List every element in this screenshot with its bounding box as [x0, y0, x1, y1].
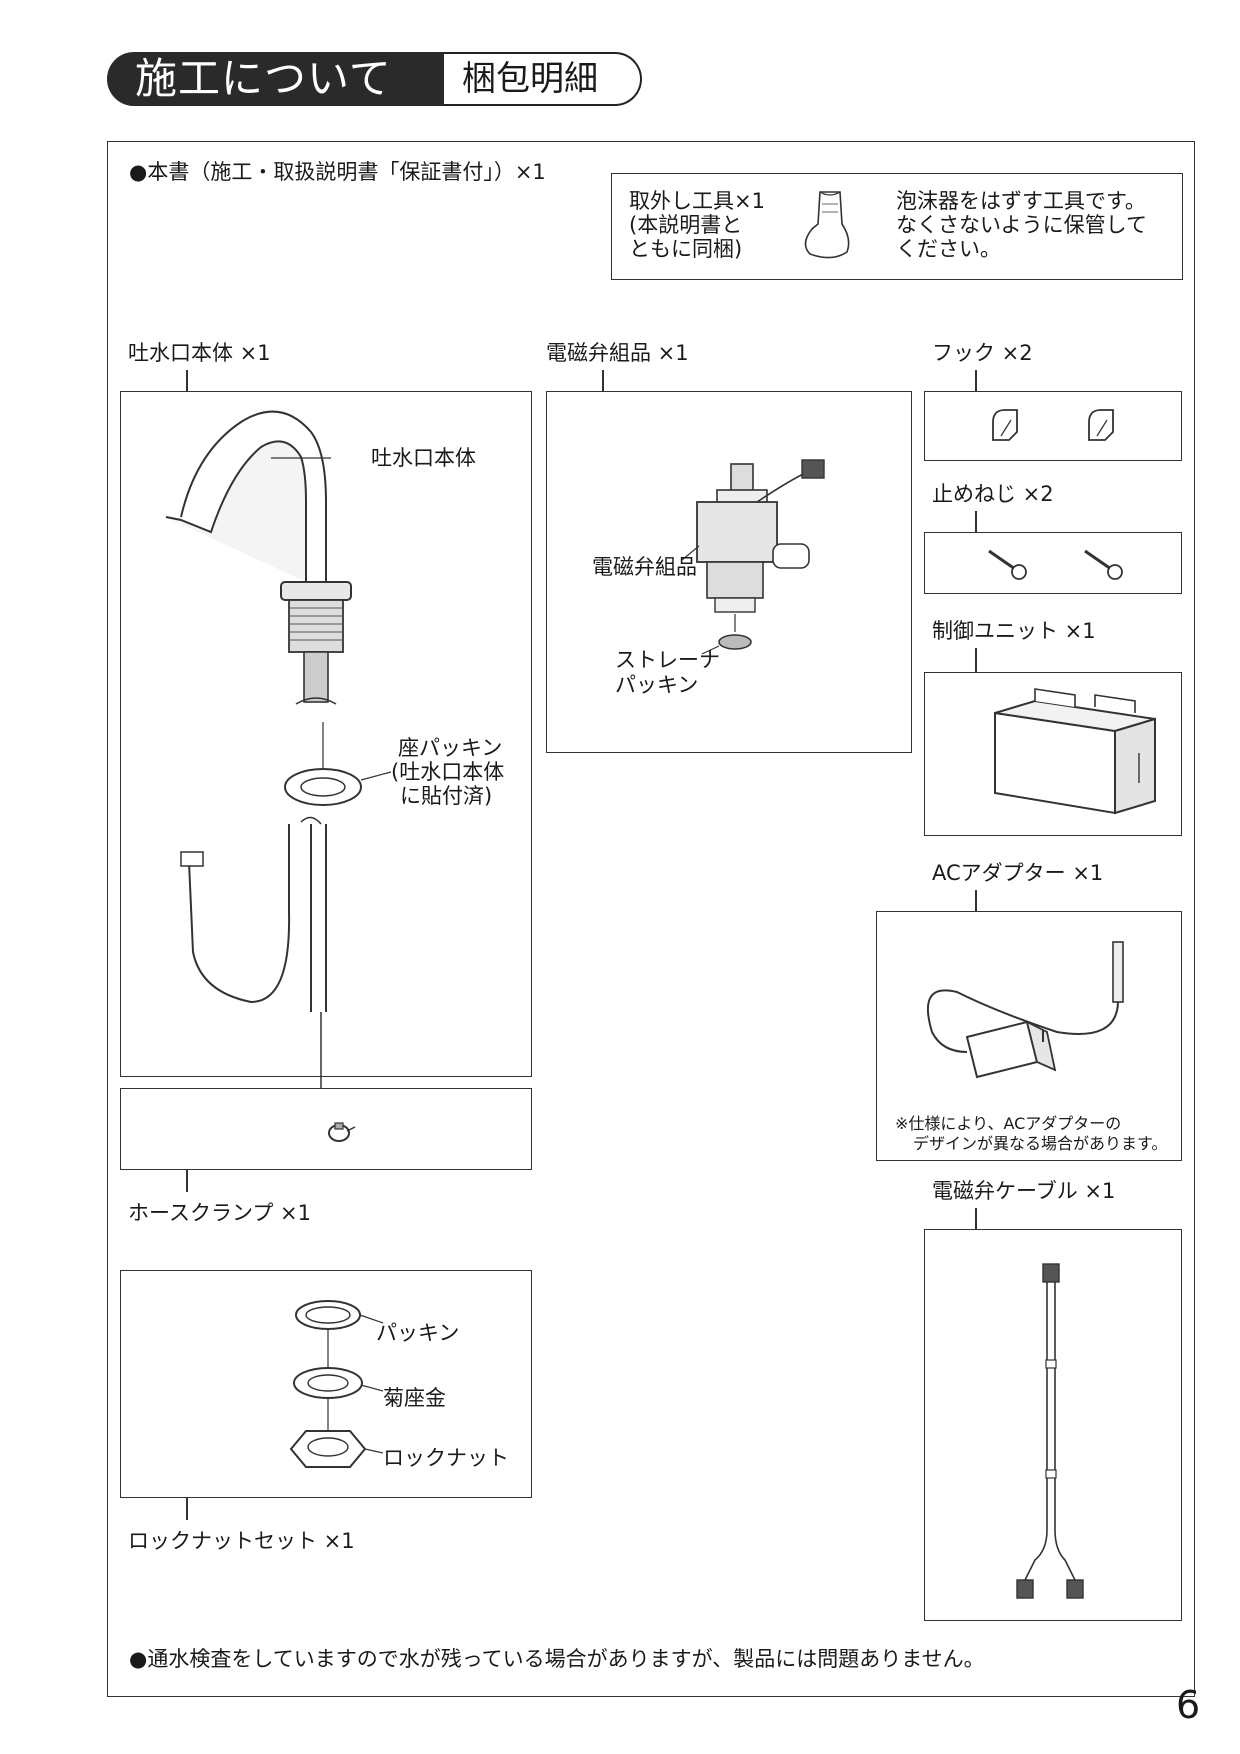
manual-note: ●本書（施工・取扱説明書「保証書付」）×1: [129, 160, 546, 184]
strainer-label-2: パッキン: [615, 673, 699, 697]
valve-illustration: [681, 459, 825, 655]
hook-box: [924, 391, 1182, 461]
control-leader: [975, 648, 977, 672]
valve-label: 電磁弁組品: [592, 555, 697, 579]
hook-leader: [975, 370, 977, 392]
removal-tool-icon: [804, 191, 850, 259]
locknut-leader: [186, 1498, 188, 1520]
hook-icon: [1088, 409, 1114, 441]
tool-name-line-1: 取外し工具×1: [629, 189, 765, 213]
adapter-box: ※仕様により、ACアダプターの デザインが異なる場合があります。: [876, 911, 1182, 1161]
tool-name-line-3: ともに同梱): [629, 237, 743, 261]
page-number: 6: [1176, 1683, 1201, 1727]
screw-box: [924, 532, 1182, 594]
locknut-packing-label: パッキン: [376, 1321, 460, 1345]
seat-packing-label-3: に貼付済): [400, 784, 493, 808]
valve-heading: 電磁弁組品 ×1: [546, 341, 689, 365]
tool-box: 取外し工具×1 (本説明書と ともに同梱) 泡沫器をはずす工具です。 なくさない…: [611, 173, 1183, 280]
ac-adapter-illustration: [927, 941, 1124, 1079]
seat-packing-label-2: (吐水口本体: [391, 760, 505, 784]
hose-clamp-icon: [328, 1122, 356, 1142]
seat-packing-label-1: 座パッキン: [398, 736, 503, 760]
section-header: 施工について 梱包明細: [107, 52, 642, 106]
locknut-set-heading: ロックナットセット ×1: [128, 1529, 355, 1553]
screw-icon: [988, 549, 1027, 580]
hose-clamp-leader: [186, 1170, 188, 1192]
adapter-note-line-2: デザインが異なる場合があります。: [913, 1134, 1168, 1153]
hose-clamp-box: [120, 1088, 532, 1170]
spout-box: 吐水口本体 座パッキン (吐水口本体 に貼付済): [120, 391, 532, 1112]
locknut-washer-label: 菊座金: [383, 1386, 446, 1410]
strainer-label-1: ストレーナ: [615, 648, 720, 672]
screw-heading: 止めねじ ×2: [932, 482, 1054, 506]
control-unit-illustration: [994, 688, 1156, 815]
spout-illustration: [165, 410, 392, 1112]
hook-icon: [992, 409, 1018, 441]
tool-desc-line-3: ください。: [896, 237, 1001, 261]
tool-name-line-2: (本説明書と: [629, 213, 743, 237]
control-box: [924, 672, 1182, 836]
adapter-leader: [975, 890, 977, 912]
spout-body-label: 吐水口本体: [371, 446, 476, 470]
spout-heading: 吐水口本体 ×1: [128, 341, 271, 365]
screw-leader: [975, 511, 977, 533]
valve-box: 電磁弁組品 ストレーナ パッキン: [546, 391, 912, 753]
valve-leader: [602, 370, 604, 392]
tool-desc-line-1: 泡沫器をはずす工具です。: [896, 189, 1146, 213]
screw-icon: [1084, 549, 1123, 580]
control-heading: 制御ユニット ×1: [932, 619, 1096, 643]
spout-leader: [186, 370, 188, 392]
adapter-note-line-1: ※仕様により、ACアダプターの: [895, 1114, 1122, 1133]
locknut-nut-label: ロックナット: [383, 1446, 509, 1470]
cable-heading: 電磁弁ケーブル ×1: [932, 1179, 1116, 1203]
subsection-title: 梱包明細: [444, 52, 642, 106]
package-contents-frame: [107, 141, 1195, 1697]
tool-desc-line-2: なくさないように保管して: [896, 213, 1147, 237]
hose-clamp-heading: ホースクランプ ×1: [128, 1201, 311, 1225]
cable-box: [924, 1229, 1182, 1621]
locknut-set-illustration: [289, 1300, 384, 1468]
locknut-set-box: パッキン 菊座金 ロックナット: [120, 1270, 532, 1498]
adapter-heading: ACアダプター ×1: [932, 861, 1104, 885]
hook-heading: フック ×2: [932, 341, 1033, 365]
section-title: 施工について: [107, 52, 444, 106]
valve-cable-illustration: [1016, 1263, 1084, 1599]
cable-leader: [975, 1208, 977, 1230]
water-test-note: ●通水検査をしていますので水が残っている場合がありますが、製品には問題ありません…: [129, 1647, 985, 1671]
